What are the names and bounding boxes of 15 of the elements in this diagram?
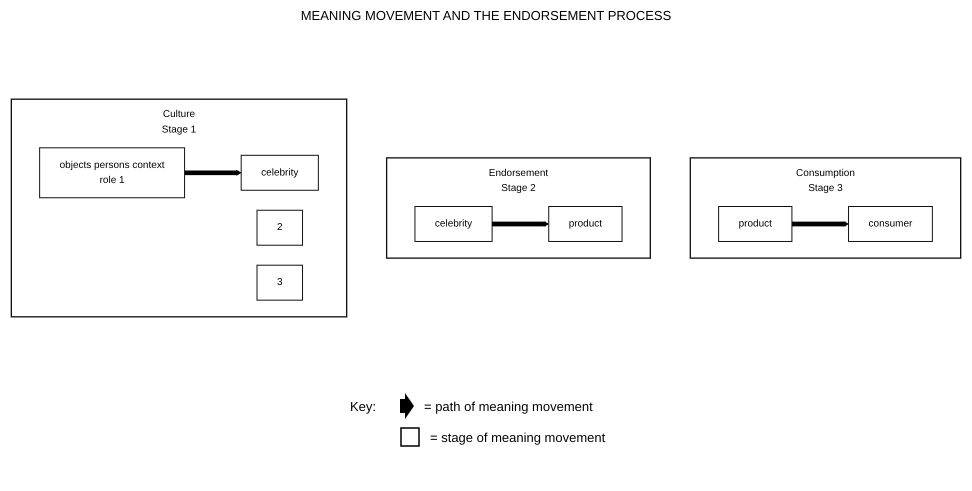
arrow: [792, 221, 849, 227]
legend-text: = path of meaning movement: [424, 398, 593, 414]
arrow: [184, 170, 242, 176]
node-box: product: [718, 206, 792, 242]
node-box: 3: [256, 264, 304, 301]
node-box: product: [548, 206, 623, 242]
node-box: objects persons context role 1: [39, 147, 186, 198]
legend-text: = stage of meaning movement: [430, 430, 606, 444]
arrow: [492, 221, 549, 227]
node-box: celebrity: [414, 206, 493, 242]
node-box: 2: [256, 210, 304, 246]
key-label: Key:: [350, 398, 378, 414]
node-box: consumer: [848, 206, 933, 242]
diagram-title: MEANING MOVEMENT AND THE ENDORSEMENT PROCESS: [300, 8, 672, 23]
node-box: celebrity: [240, 154, 319, 191]
